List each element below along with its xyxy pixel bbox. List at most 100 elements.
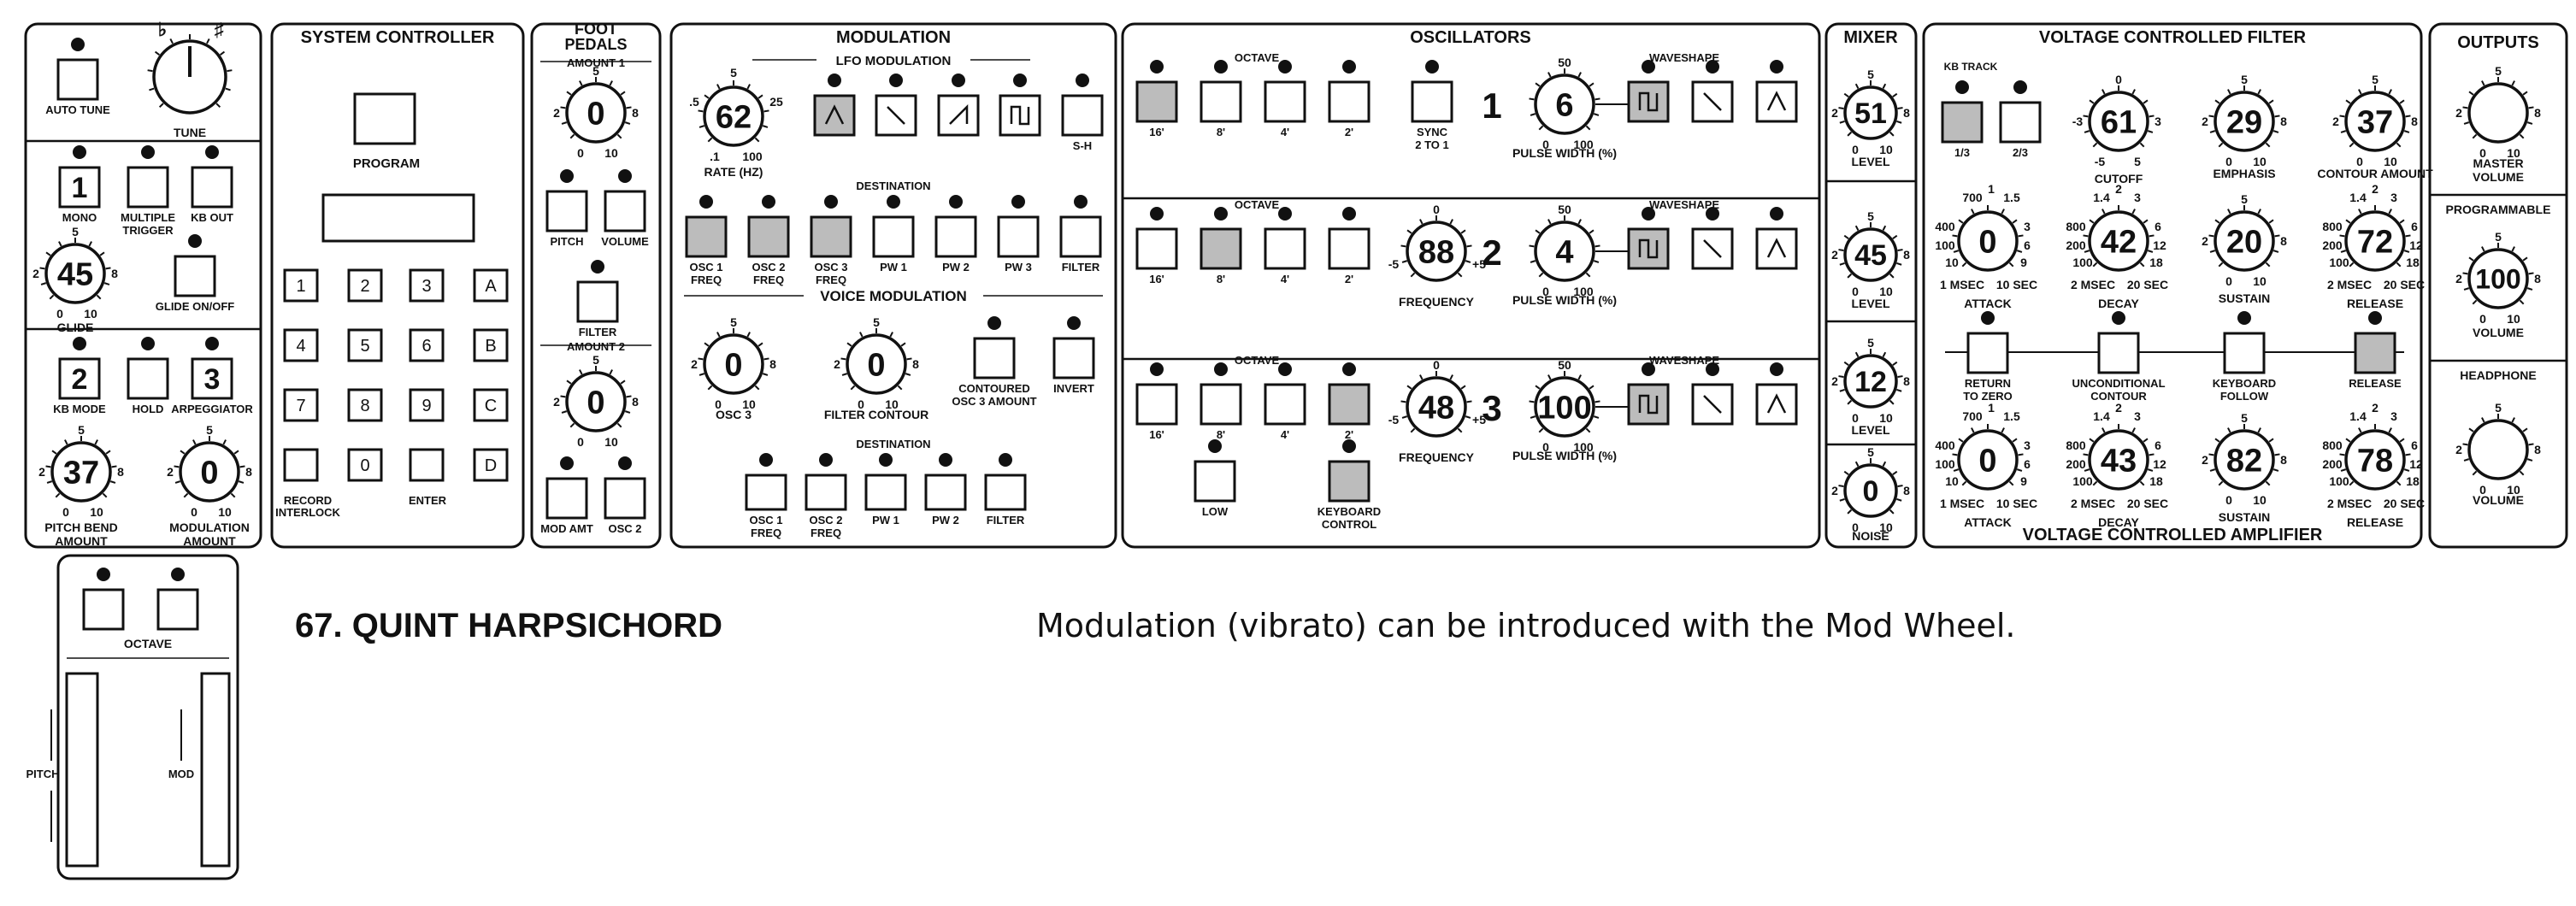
- lfo-osc1-button[interactable]: [685, 215, 728, 258]
- osc1-octave-8[interactable]: 8': [1200, 60, 1242, 138]
- osc2-octave-8-button[interactable]: [1200, 227, 1242, 270]
- vcf-attack-knob-dial[interactable]: [1957, 210, 2019, 272]
- pitch-wheel[interactable]: [65, 672, 99, 868]
- unconditional-contour-button[interactable]: [2097, 332, 2140, 374]
- lfo-pw3[interactable]: PW 3: [997, 195, 1040, 274]
- keypad-key-4[interactable]: 4: [283, 328, 319, 362]
- mixer-osc1-knob-dial[interactable]: [1843, 85, 1898, 140]
- vm-pw2[interactable]: PW 2: [924, 453, 967, 527]
- keypad-key-2[interactable]: 2: [347, 268, 383, 303]
- auto-tune-button[interactable]: [56, 58, 99, 101]
- contour-amount-knob-dial[interactable]: [2344, 91, 2406, 152]
- osc3-keyboard-control-button[interactable]: [1328, 460, 1371, 503]
- vm-filter[interactable]: FILTER: [984, 453, 1027, 527]
- headphone-volume-knob-dial[interactable]: [2467, 419, 2529, 480]
- osc3-octave-16-button[interactable]: [1135, 383, 1178, 426]
- enter-button[interactable]: [409, 448, 445, 482]
- osc2-octave-16[interactable]: 16': [1135, 207, 1178, 285]
- osc3-wave-saw[interactable]: [1691, 362, 1734, 426]
- osc2-octave-2-button[interactable]: [1328, 227, 1371, 270]
- lfo-triangle[interactable]: [813, 74, 856, 137]
- osc3-octave-8-button[interactable]: [1200, 383, 1242, 426]
- keypad-key-5-button[interactable]: [347, 328, 383, 362]
- lfo-osc3-button[interactable]: [810, 215, 852, 258]
- osc3-octave-8[interactable]: 8': [1200, 362, 1242, 441]
- lfo-pw3-button[interactable]: [997, 215, 1040, 258]
- mod-wheel[interactable]: [200, 672, 231, 868]
- osc2-wave-tri-button[interactable]: [1755, 227, 1798, 270]
- hold-button[interactable]: [127, 357, 169, 400]
- osc1-octave-16[interactable]: 16': [1135, 60, 1178, 138]
- master-volume-knob-dial[interactable]: [2467, 82, 2529, 144]
- keypad-key-3[interactable]: 3: [409, 268, 445, 303]
- osc3-amount-knob-dial[interactable]: [703, 333, 764, 395]
- return-to-zero-button[interactable]: [1966, 332, 2009, 374]
- cutoff-knob-dial[interactable]: [2088, 91, 2149, 152]
- vca-release-knob-dial[interactable]: [2344, 429, 2406, 491]
- osc-sync-button[interactable]: [1411, 80, 1453, 123]
- osc1-octave-8-button[interactable]: [1200, 80, 1242, 123]
- pedal-amount1-knob-dial[interactable]: [565, 82, 627, 144]
- keypad-key-1[interactable]: 1: [283, 268, 319, 303]
- osc3-octave-2-button[interactable]: [1328, 383, 1371, 426]
- keypad-key-7-button[interactable]: [283, 388, 319, 422]
- vcf-sustain-knob-dial[interactable]: [2213, 210, 2275, 272]
- osc1-wave-tri-button[interactable]: [1755, 80, 1798, 123]
- osc1-wave-saw[interactable]: [1691, 60, 1734, 123]
- keypad-key-2-button[interactable]: [347, 268, 383, 303]
- keypad-key-8[interactable]: 8: [347, 388, 383, 422]
- keypad-key-4-button[interactable]: [283, 328, 319, 362]
- record-interlock-button[interactable]: [283, 448, 319, 482]
- lfo-pw2-button[interactable]: [934, 215, 977, 258]
- osc3-octave-16[interactable]: 16': [1135, 362, 1178, 441]
- mixer-osc3-knob-dial[interactable]: [1843, 354, 1898, 409]
- vca-attack-knob-dial[interactable]: [1957, 429, 2019, 491]
- vm-osc2-button[interactable]: [805, 474, 847, 511]
- kb-mode[interactable]: 2KB MODE: [53, 337, 106, 415]
- programmable-volume-knob-dial[interactable]: [2467, 248, 2529, 309]
- lfo-osc2-button[interactable]: [747, 215, 790, 258]
- kb-track-two-thirds-button[interactable]: [1999, 101, 2042, 144]
- kb-track-two-thirds[interactable]: 2/3: [1999, 80, 2042, 159]
- keypad-key-C-button[interactable]: [473, 388, 509, 422]
- osc1-wave-square[interactable]: [1627, 60, 1670, 123]
- pedal-pitch-button[interactable]: [545, 190, 588, 232]
- vm-pw1-button[interactable]: [864, 474, 907, 511]
- vm-pw2-button[interactable]: [924, 474, 967, 511]
- mixer-noise-knob-dial[interactable]: [1843, 463, 1898, 518]
- pedal-osc2[interactable]: OSC 2: [604, 456, 646, 535]
- keypad-key-3-button[interactable]: [409, 268, 445, 303]
- keypad-key-C[interactable]: C: [473, 388, 509, 422]
- osc2-frequency-knob-dial[interactable]: [1406, 221, 1467, 282]
- lfo-filter-button[interactable]: [1059, 215, 1102, 258]
- osc3-wave-tri-button[interactable]: [1755, 383, 1798, 426]
- lfo-pw1-button[interactable]: [872, 215, 915, 258]
- mono-button[interactable]: [58, 166, 101, 209]
- vm-filter-button[interactable]: [984, 474, 1027, 511]
- pedal-volume[interactable]: VOLUME: [601, 169, 649, 248]
- vm-osc1-button[interactable]: [745, 474, 787, 511]
